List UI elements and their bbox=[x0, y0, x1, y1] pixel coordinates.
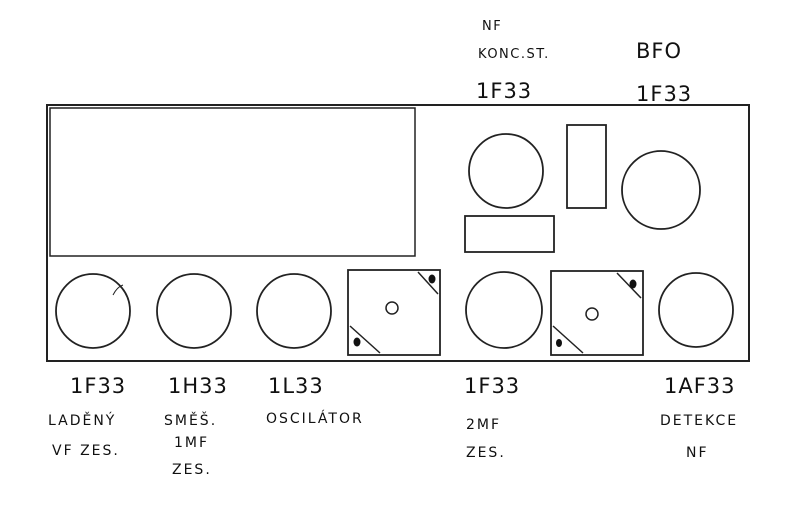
tube-desc-2-line1: SMĚŠ. bbox=[164, 411, 217, 429]
tube-desc-1-line2: VF ZES. bbox=[52, 443, 120, 459]
tube-code-1: 1F33 bbox=[70, 374, 126, 398]
tube-code-2: 1H33 bbox=[168, 374, 228, 398]
nf-label-line2: KONC.ST. bbox=[478, 47, 550, 62]
nf-label-line1: NF bbox=[482, 19, 502, 34]
tube-desc-5-line2: NF bbox=[686, 445, 709, 461]
tube-desc-3-line1: OSCILÁTOR bbox=[266, 410, 364, 427]
tube-desc-4-line2: ZES. bbox=[466, 445, 506, 461]
vertical-component bbox=[566, 124, 607, 209]
tube-socket-2 bbox=[156, 273, 232, 349]
tube-socket-3 bbox=[256, 273, 332, 349]
tube-socket-1-mark bbox=[112, 284, 124, 296]
horizontal-component bbox=[464, 215, 555, 253]
tube-code-4: 1F33 bbox=[464, 374, 520, 398]
tube-desc-4-line1: 2MF bbox=[466, 417, 501, 433]
tube-desc-1-line1: LADĚNÝ bbox=[48, 412, 116, 429]
tube-desc-2-line3: ZES. bbox=[172, 462, 212, 478]
tube-socket-4 bbox=[465, 271, 543, 349]
large-component-block bbox=[49, 107, 416, 257]
tube-socket-5 bbox=[658, 272, 734, 348]
tube-desc-2-line2: 1MF bbox=[174, 435, 209, 451]
tube-code-3: 1L33 bbox=[268, 374, 324, 398]
tube-code-5: 1AF33 bbox=[664, 374, 736, 398]
tube-socket-bfo bbox=[621, 150, 701, 230]
if-transformer-1 bbox=[347, 269, 441, 356]
bfo-tube-code: 1F33 bbox=[636, 82, 692, 106]
bfo-label: BFO bbox=[636, 39, 682, 63]
chassis-outline bbox=[46, 104, 750, 362]
tube-socket-nf-output bbox=[468, 133, 544, 209]
if-transformer-2 bbox=[550, 270, 644, 356]
tube-desc-5-line1: DETEKCE bbox=[660, 413, 738, 429]
tube-socket-1 bbox=[55, 273, 131, 349]
nf-tube-code: 1F33 bbox=[476, 79, 532, 103]
